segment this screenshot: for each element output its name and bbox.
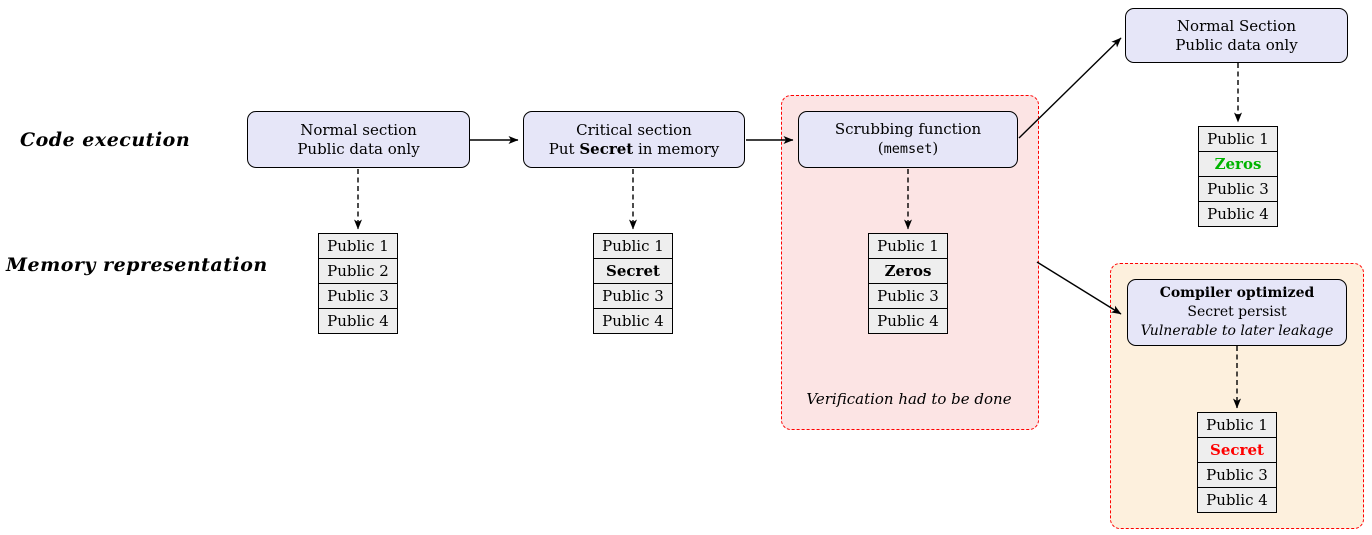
row-label-memory-representation: Memory representation (6, 254, 268, 276)
node-line: Vulnerable to later leakage (1140, 323, 1334, 339)
row-label-code-execution: Code execution (20, 129, 191, 151)
node-line: Secret persist (1187, 304, 1287, 320)
memory-table-normal-1: Public 1 Public 2 Public 3 Public 4 (318, 233, 398, 334)
memory-cell: Public 1 (594, 234, 672, 258)
node-scrubbing-function: Scrubbing function (memset) (798, 111, 1018, 168)
memory-cell: Public 3 (594, 283, 672, 308)
node-line: Put Secret in memory (548, 139, 720, 158)
memory-cell: Public 1 (1198, 413, 1276, 437)
node-line: Compiler optimized (1159, 285, 1315, 301)
memory-cell: Public 4 (594, 308, 672, 333)
node-line: Scrubbing function (834, 120, 982, 138)
memory-cell: Public 1 (319, 234, 397, 258)
memory-cell-zeros-green: Zeros (1199, 151, 1277, 176)
node-compiler-optimized: Compiler optimized Secret persist Vulner… (1127, 279, 1347, 346)
node-line: Normal Section (1176, 16, 1297, 35)
memory-table-scrubbed-ok: Public 1 Zeros Public 3 Public 4 (1198, 126, 1278, 227)
memset-code: memset (883, 141, 933, 157)
secret-emphasis: Secret (579, 139, 634, 158)
memory-cell-secret-red: Secret (1198, 437, 1276, 462)
memory-cell: Public 3 (869, 283, 947, 308)
memory-cell: Public 3 (1199, 176, 1277, 201)
node-normal-section-2: Normal Section Public data only (1125, 8, 1348, 63)
memory-cell: Public 4 (319, 308, 397, 333)
node-line: Normal section (300, 120, 417, 139)
memory-cell: Public 1 (869, 234, 947, 258)
memory-cell-secret: Secret (594, 258, 672, 283)
node-normal-section-1: Normal section Public data only (247, 111, 470, 168)
memory-cell: Public 3 (319, 283, 397, 308)
verification-note: Verification had to be done (806, 390, 1012, 408)
node-critical-section: Critical section Put Secret in memory (523, 111, 745, 168)
node-line: Critical section (576, 120, 692, 139)
memory-table-critical: Public 1 Secret Public 3 Public 4 (593, 233, 673, 334)
memory-cell: Public 3 (1198, 462, 1276, 487)
memory-cell: Public 2 (319, 258, 397, 283)
memory-cell: Public 1 (1199, 127, 1277, 151)
memory-cell: Public 4 (1199, 201, 1277, 226)
memory-cell: Public 4 (869, 308, 947, 333)
arrow-region-to-compiler (1036, 261, 1122, 315)
memory-cell: Public 4 (1198, 487, 1276, 512)
node-line: Public data only (297, 139, 420, 158)
memory-cell-zeros: Zeros (869, 258, 947, 283)
memory-table-scrubbed: Public 1 Zeros Public 3 Public 4 (868, 233, 948, 334)
node-line: Public data only (1175, 35, 1298, 54)
memory-table-secret-persist: Public 1 Secret Public 3 Public 4 (1197, 412, 1277, 513)
node-line: (memset) (877, 139, 939, 157)
